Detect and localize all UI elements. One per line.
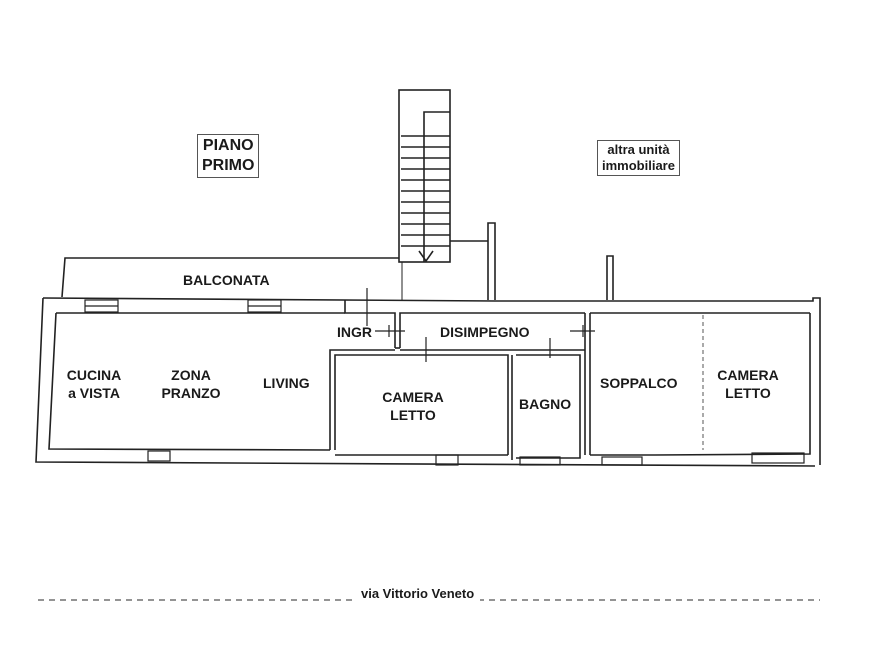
zona-line1: ZONA	[171, 367, 211, 383]
door-markers	[366, 288, 595, 362]
room-label-zona-pranzo: ZONA PRANZO	[155, 366, 227, 402]
neighbor-line2: immobiliare	[602, 158, 675, 173]
staircase	[398, 89, 451, 300]
camera1-line2: LETTO	[390, 407, 436, 423]
stair-arrow-icon	[418, 250, 434, 263]
camera2-line2: LETTO	[725, 385, 771, 401]
room-label-bagno: BAGNO	[519, 396, 572, 412]
room-label-disimpegno: DISIMPEGNO	[440, 324, 530, 340]
room-label-soppalco: SOPPALCO	[600, 375, 678, 391]
room-label-camera-letto-1: CAMERA LETTO	[378, 388, 448, 424]
zona-line2: PRANZO	[161, 385, 221, 401]
balcony-outline	[61, 222, 614, 300]
room-label-balconata: BALCONATA	[183, 272, 270, 288]
neighbor-line1: altra unità	[607, 142, 670, 157]
neighbor-unit-box: altra unità immobiliare	[597, 140, 680, 176]
room-label-living: LIVING	[263, 375, 310, 391]
windows	[84, 299, 805, 466]
interior-walls	[329, 300, 810, 460]
cucina-line2: a VISTA	[68, 385, 120, 401]
floor-title-box: PIANO PRIMO	[197, 134, 260, 178]
camera2-line1: CAMERA	[717, 367, 779, 383]
room-label-camera-letto-2: CAMERA LETTO	[712, 366, 784, 402]
floor-title-line2: PRIMO	[202, 157, 255, 174]
street-label: via Vittorio Veneto	[355, 586, 481, 601]
floor-title-line1: PIANO	[202, 137, 254, 154]
outer-walls	[35, 297, 821, 467]
camera1-line1: CAMERA	[382, 389, 444, 405]
cucina-line1: CUCINA	[66, 367, 122, 383]
room-label-cucina: CUCINA a VISTA	[62, 366, 126, 402]
room-label-ingr: INGR	[337, 324, 372, 340]
